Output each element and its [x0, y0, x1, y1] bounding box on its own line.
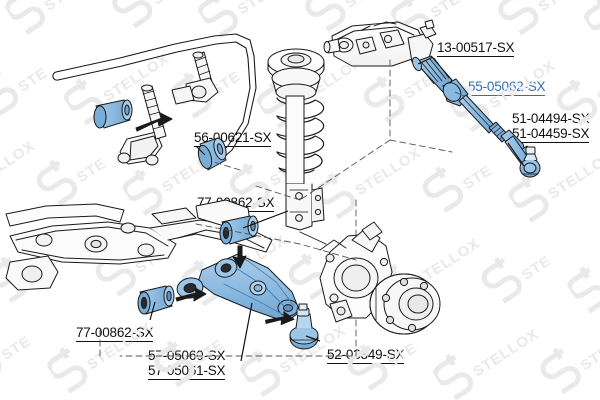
assembly-arrow-bushing-bottom — [175, 287, 207, 302]
control-arm-bushing-bottom-part — [137, 285, 175, 315]
inner-tie-rod-part — [442, 78, 510, 143]
stabilizer-bushing-left-part — [93, 99, 133, 129]
assembly-arrow-bushing-left — [135, 112, 173, 132]
stabilizer-clamp — [117, 84, 167, 166]
stabilizer-bushing-right-part — [197, 137, 227, 171]
assembly-guide-lines — [99, 59, 453, 357]
strut-spring-assembly — [267, 48, 325, 231]
steering-rack-boot-part — [411, 55, 453, 93]
assembly-arrow-balljoint — [265, 311, 295, 325]
stabilizer-link — [171, 51, 219, 105]
outer-tie-rod-end-part — [500, 129, 541, 178]
wheel-hub — [369, 273, 441, 335]
assembly-arrow-bushing-top — [232, 245, 247, 269]
steering-rack-assembly — [323, 19, 437, 67]
